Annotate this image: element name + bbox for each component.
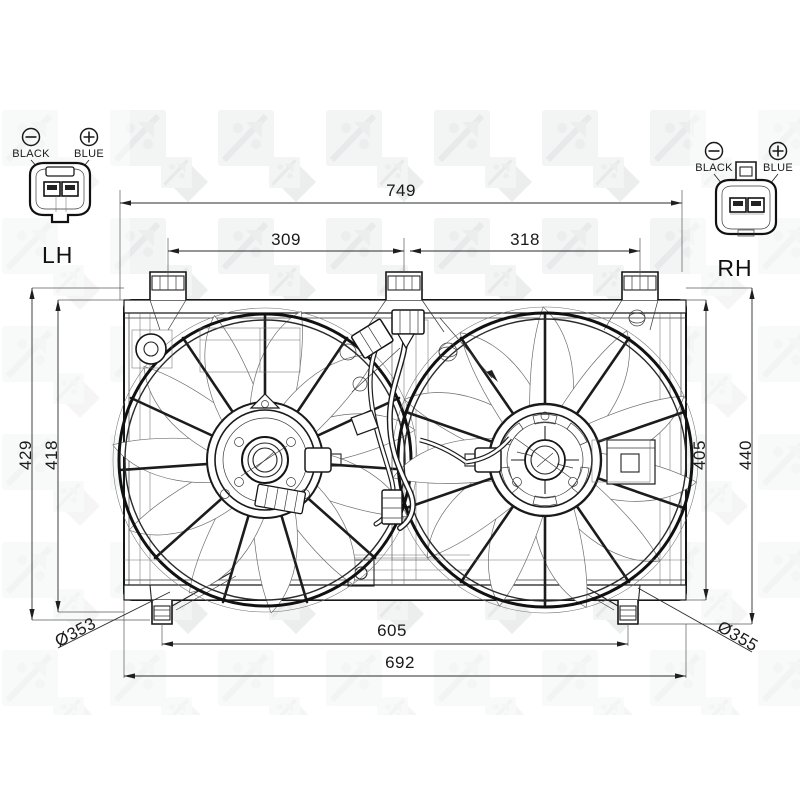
rh-negative-symbol <box>704 141 724 161</box>
dim-label-diameter-355: Ø355 <box>714 617 761 655</box>
harness-clip-a <box>350 409 379 436</box>
lh-negative-symbol <box>21 127 41 147</box>
dim-label-605: 605 <box>377 621 407 640</box>
dim-label-440: 440 <box>736 440 755 470</box>
dim-label-418: 418 <box>42 440 61 470</box>
rh-positive-symbol <box>768 141 788 161</box>
harness-splice-left <box>254 483 307 515</box>
left-fan <box>107 304 418 616</box>
dim-label-429: 429 <box>16 440 35 470</box>
harness-splice-lower <box>381 489 403 525</box>
dimension-right-440 <box>638 287 755 625</box>
connector-detail-lh <box>21 127 99 224</box>
dim-label-diameter-353: Ø353 <box>52 614 99 651</box>
label-lh: LH <box>42 242 73 268</box>
wiring-harness <box>254 309 512 531</box>
dim-label-309: 309 <box>271 230 301 249</box>
rh-blue-label: BLUE <box>763 162 793 174</box>
rh-black-label: BLACK <box>695 162 733 174</box>
upper-mount-tabs <box>149 271 659 333</box>
dimension-top-749 <box>119 190 683 300</box>
lh-black-label: BLACK <box>12 148 50 160</box>
connector-detail-rh <box>704 141 788 237</box>
right-fan <box>387 303 699 616</box>
left-fan-hub <box>206 393 342 519</box>
diameter-leader-left <box>57 591 171 649</box>
harness-connector-upper <box>391 309 425 350</box>
label-rh: RH <box>717 255 752 281</box>
dim-label-318: 318 <box>510 230 540 249</box>
shroud-detail <box>124 327 686 561</box>
dimension-right-405 <box>686 299 709 601</box>
dim-label-692: 692 <box>385 653 415 672</box>
dimension-top-318 <box>410 238 641 276</box>
right-fan-hub <box>464 402 603 518</box>
lh-positive-symbol <box>79 127 99 147</box>
lh-blue-label: BLUE <box>74 148 104 160</box>
dimension-bottom-605 <box>161 624 629 647</box>
dimension-top-309 <box>167 238 405 276</box>
diameter-leader-right <box>637 587 753 653</box>
dim-label-405: 405 <box>690 440 709 470</box>
harness-connector-left <box>351 318 394 359</box>
dim-label-749: 749 <box>386 181 416 200</box>
dimension-left-429 <box>29 287 150 621</box>
dimension-bottom-692 <box>123 600 687 679</box>
dimension-left-418 <box>55 299 124 613</box>
